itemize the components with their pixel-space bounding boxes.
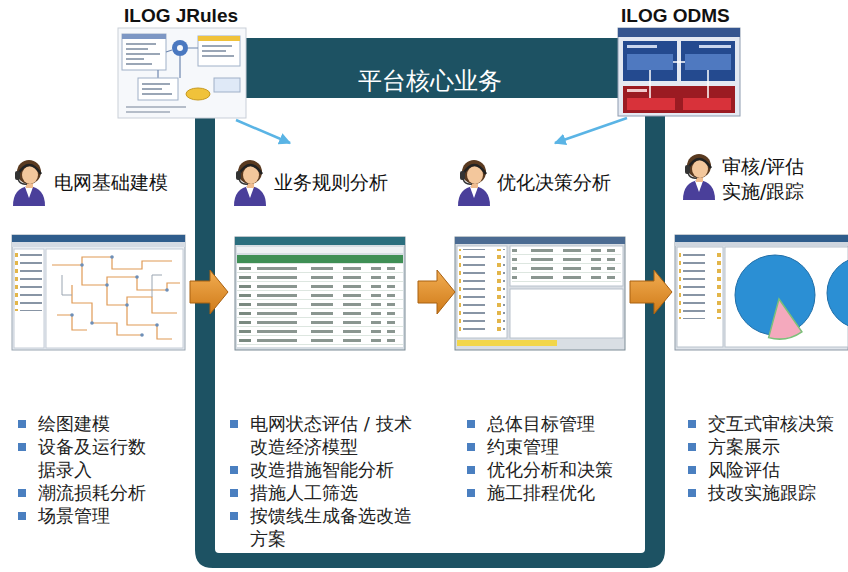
stage-title: 业务规则分析 xyxy=(274,170,416,195)
bullet-item: 改造措施智能分析 xyxy=(230,458,418,481)
platform-frame: 业务规则分析电网状态评估 / 技术改造经济模型改造措施智能分析措施人工筛选按馈线… xyxy=(195,38,665,568)
stage-column: 优化决策分析总体目标管理约束管理优化分析和决策施工排程优化 xyxy=(455,143,630,553)
product-label: ILOG ODMS xyxy=(621,4,745,28)
bullet-item: 电网状态评估 / 技术改造经济模型 xyxy=(230,412,418,458)
bullet-item: 场景管理 xyxy=(18,504,150,527)
optimization-screenshot xyxy=(455,237,625,350)
stage-title: 优化决策分析 xyxy=(497,170,629,195)
product-label: ILOG JRules xyxy=(124,4,248,28)
bullet-item: 优化分析和决策 xyxy=(467,458,622,481)
bullet-item: 设备及运行数据录入 xyxy=(18,435,150,481)
stage-title: 电网基础建模 xyxy=(54,170,188,195)
stage-column: 业务规则分析电网状态评估 / 技术改造经济模型改造措施智能分析措施人工筛选按馈线… xyxy=(228,143,418,553)
stage-column: 审核/评估 实施/跟踪交互式审核决策方案展示风险评估技改实施跟踪 xyxy=(672,143,844,553)
bullet-item: 方案展示 xyxy=(688,435,840,458)
bullet-item: 潮流损耗分析 xyxy=(18,481,150,504)
bullet-item: 技改实施跟踪 xyxy=(688,481,840,504)
frame-title: 平台核心业务 xyxy=(195,66,665,96)
stage-title: 审核/评估 实施/跟踪 xyxy=(722,154,822,204)
thumbnail-card: ILOG ODMS xyxy=(615,2,745,118)
bullet-item: 风险评估 xyxy=(688,458,840,481)
jrules-screenshot xyxy=(118,28,246,118)
rules-screenshot xyxy=(235,237,405,350)
bullet-item: 绘图建模 xyxy=(18,412,150,435)
bullet-item: 措施人工筛选 xyxy=(230,481,418,504)
thumbnail-card: ILOG JRules xyxy=(118,2,248,120)
model-screenshot xyxy=(12,235,185,350)
bullet-item: 交互式审核决策 xyxy=(688,412,840,435)
bullet-item: 按馈线生成备选改造方案 xyxy=(230,504,418,550)
frame-band xyxy=(195,38,665,568)
frame-inner xyxy=(215,98,645,553)
review-screenshot xyxy=(675,235,848,350)
odms-screenshot xyxy=(618,28,740,116)
bullet-item: 总体目标管理 xyxy=(467,412,622,435)
bullet-item: 约束管理 xyxy=(467,435,622,458)
stage-column: 电网基础建模绘图建模设备及运行数据录入潮流损耗分析场景管理 xyxy=(6,143,190,553)
bullet-item: 施工排程优化 xyxy=(467,481,622,504)
